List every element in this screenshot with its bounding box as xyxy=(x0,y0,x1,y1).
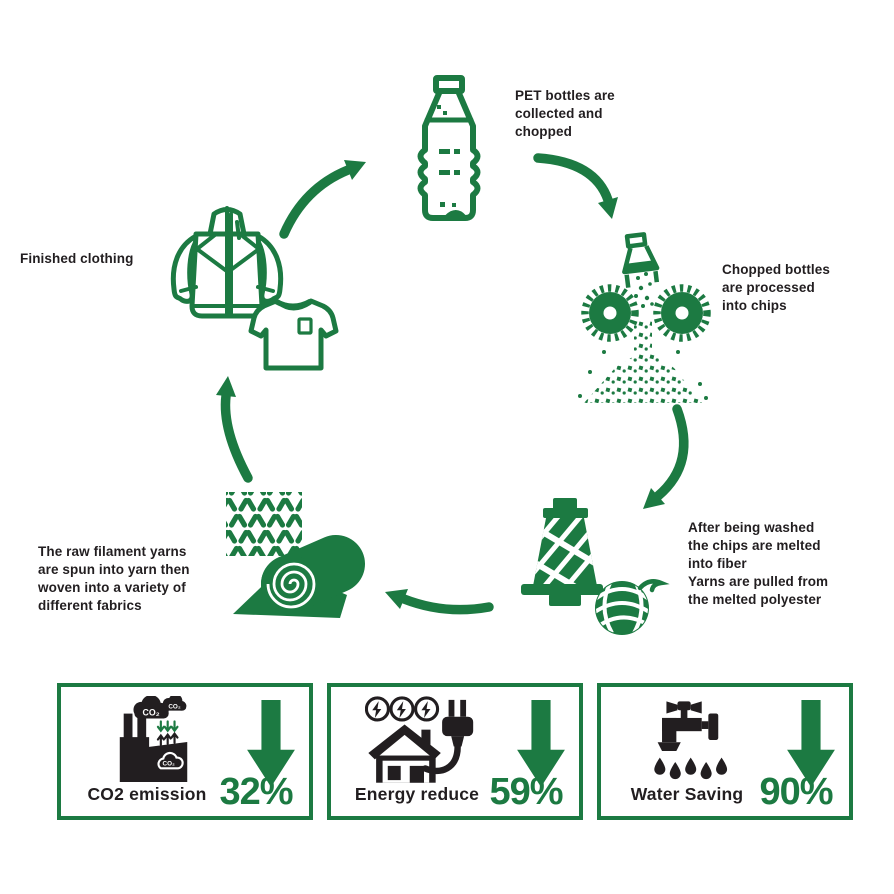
jacket-icon xyxy=(170,206,284,319)
tshirt-icon xyxy=(248,298,339,371)
stat-label: Energy reduce xyxy=(354,784,480,804)
stat-value: 32% xyxy=(219,771,293,813)
factory-co2-icon: CO₂ CO₂ CO₂ xyxy=(119,696,188,783)
down-arrow-icon xyxy=(517,700,565,788)
water-tap-icon xyxy=(654,701,728,780)
arrow-clothing-to-bottle xyxy=(279,160,366,239)
step-label-finished-clothing: Finished clothing xyxy=(20,251,134,266)
step-label-woven-fabrics: The raw filament yarns are spun into yar… xyxy=(38,544,190,613)
saw-blade-icon xyxy=(653,284,711,342)
step-label-pet-bottles: PET bottles are collected and chopped xyxy=(515,88,615,139)
stat-card-energy-reduce: Energy reduce 59% xyxy=(327,683,583,820)
stat-icon-wrap xyxy=(349,695,499,785)
step-label-melted-fiber: After being washed the chips are melted … xyxy=(688,520,829,607)
stat-icon-wrap: CO₂ CO₂ CO₂ xyxy=(79,695,229,785)
down-arrow-icon xyxy=(247,700,295,788)
woven-fabric-icon xyxy=(226,492,302,556)
co2-cloud-text: CO₂ xyxy=(162,760,175,767)
arrow-fabric-to-clothing xyxy=(216,376,253,483)
yarn-ball-icon xyxy=(595,579,670,635)
stat-value: 59% xyxy=(489,771,563,813)
stat-label: CO2 emission xyxy=(87,784,207,804)
saw-blade-icon xyxy=(581,284,639,342)
arrow-spool-to-fabric xyxy=(385,589,494,615)
arrow-chips-to-spool xyxy=(643,404,689,509)
pet-bottle-icon xyxy=(417,75,481,221)
co2-cloud-text: CO₂ xyxy=(168,704,181,711)
house-plug-icon xyxy=(365,696,474,783)
fabric-roll-icon xyxy=(233,535,365,618)
stat-card-water-saving: Water Saving 90% xyxy=(597,683,853,820)
chips-stream xyxy=(634,318,652,354)
stat-value: 90% xyxy=(759,771,833,813)
bottle-chopper-icon xyxy=(578,232,711,403)
stat-label: Water Saving xyxy=(630,784,744,804)
stat-icon-wrap xyxy=(619,695,769,785)
arrow-bottle-to-chopper xyxy=(533,153,618,219)
co2-cloud-text: CO₂ xyxy=(143,708,160,718)
stat-card-co2-emission: CO₂ CO₂ CO₂ CO2 emission 32% xyxy=(57,683,313,820)
step-label-chopped: Chopped bottles are processed into chips xyxy=(722,262,830,313)
down-arrow-icon xyxy=(787,700,835,788)
chips-pile xyxy=(584,349,702,403)
